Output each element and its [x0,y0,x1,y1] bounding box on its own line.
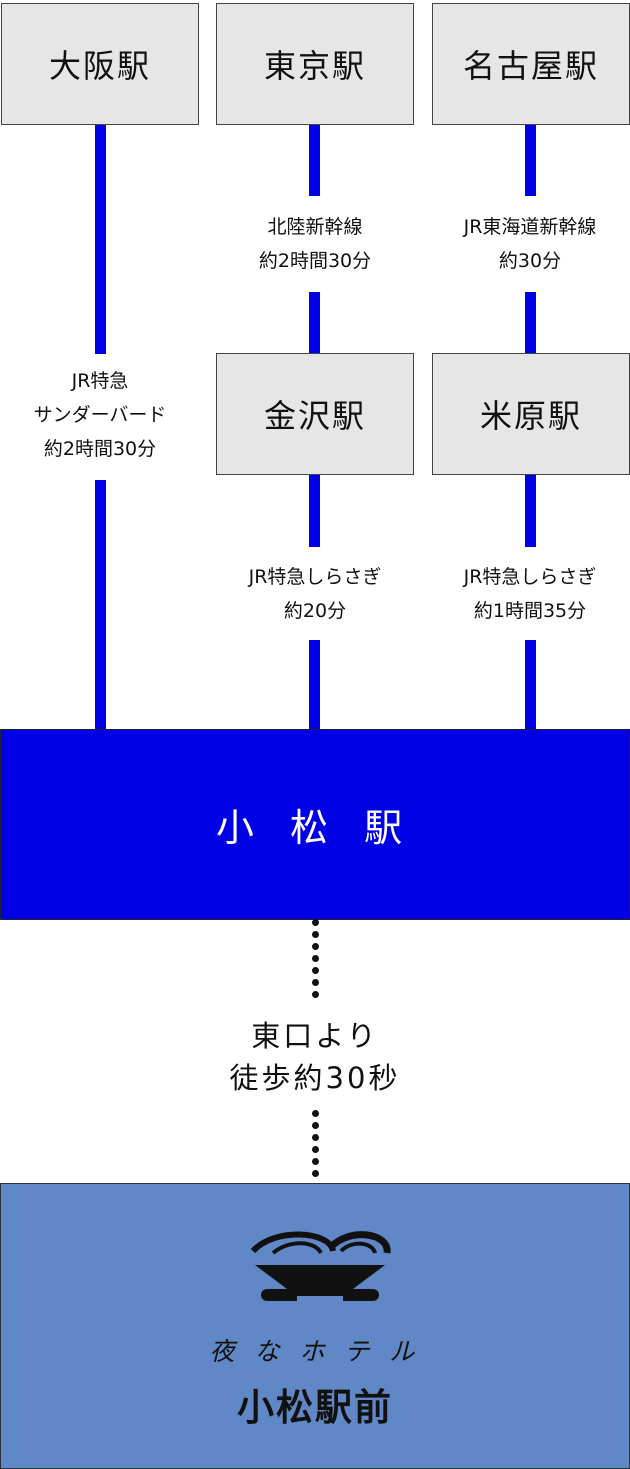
dot [311,991,319,998]
route-label-osaka-komatsu: JR特急 サンダーバード 約2時間30分 [0,364,200,466]
dot [311,1134,319,1141]
walk-duration: 徒歩約30秒 [229,1061,401,1095]
route-osaka-train-name: サンダーバード [33,404,167,426]
route-maibara-duration: 約1時間35分 [473,600,587,622]
route-line-osaka [95,124,106,354]
walk-directions: 東口より 徒歩約30秒 [0,1015,630,1099]
station-tokyo: 東京駅 [216,3,414,125]
route-maibara-train: JR特急しらさぎ [463,566,597,588]
walk-exit: 東口より [251,1019,379,1053]
route-osaka-duration: 約2時間30分 [43,438,157,460]
route-label-tokyo-kanazawa: 北陸新幹線 約2時間30分 [210,210,420,278]
dot [311,967,319,974]
station-kanazawa: 金沢駅 [216,353,414,475]
dot [311,979,319,986]
route-line-tokyo-lower [309,292,320,354]
route-line-tokyo [309,124,320,196]
dot [311,1122,319,1129]
dot [311,1110,319,1117]
hotel-bowl-logo-icon [250,1231,391,1304]
route-kanazawa-train: JR特急しらさぎ [248,566,382,588]
route-nagoya-duration: 約30分 [498,250,562,272]
hotel-destination: 夜 な ホ テ ル 小松駅前 [0,1183,630,1469]
hotel-brand: 夜 な ホ テ ル [209,1337,421,1366]
dot [311,943,319,950]
station-nagoya: 名古屋駅 [432,3,630,125]
dot [311,955,319,962]
route-label-kanazawa-komatsu: JR特急しらさぎ 約20分 [210,560,420,628]
dot [311,931,319,938]
station-osaka: 大阪駅 [1,3,199,125]
walk-dots-upper [311,919,319,998]
station-komatsu-hub: 小 松 駅 [0,729,630,920]
route-tokyo-train: 北陸新幹線 [267,216,363,238]
route-line-maibara [525,475,536,547]
station-maibara: 米原駅 [432,353,630,475]
dot [311,1170,319,1177]
route-kanazawa-duration: 約20分 [283,600,347,622]
route-line-nagoya-lower [525,292,536,354]
hotel-name: 小松駅前 [237,1386,393,1429]
route-label-nagoya-maibara: JR東海道新幹線 約30分 [425,210,630,278]
dot [311,1146,319,1153]
walk-dots-lower [311,1110,319,1177]
route-line-osaka-lower [95,480,106,730]
route-label-maibara-komatsu: JR特急しらさぎ 約1時間35分 [425,560,630,628]
route-line-maibara-lower [525,640,536,730]
route-line-kanazawa [309,475,320,547]
route-tokyo-duration: 約2時間30分 [258,250,372,272]
route-line-nagoya [525,124,536,196]
route-line-kanazawa-lower [309,640,320,730]
route-osaka-train: JR特急 [71,370,129,392]
dot [311,1158,319,1165]
dot [311,919,319,926]
route-nagoya-train: JR東海道新幹線 [463,216,597,238]
